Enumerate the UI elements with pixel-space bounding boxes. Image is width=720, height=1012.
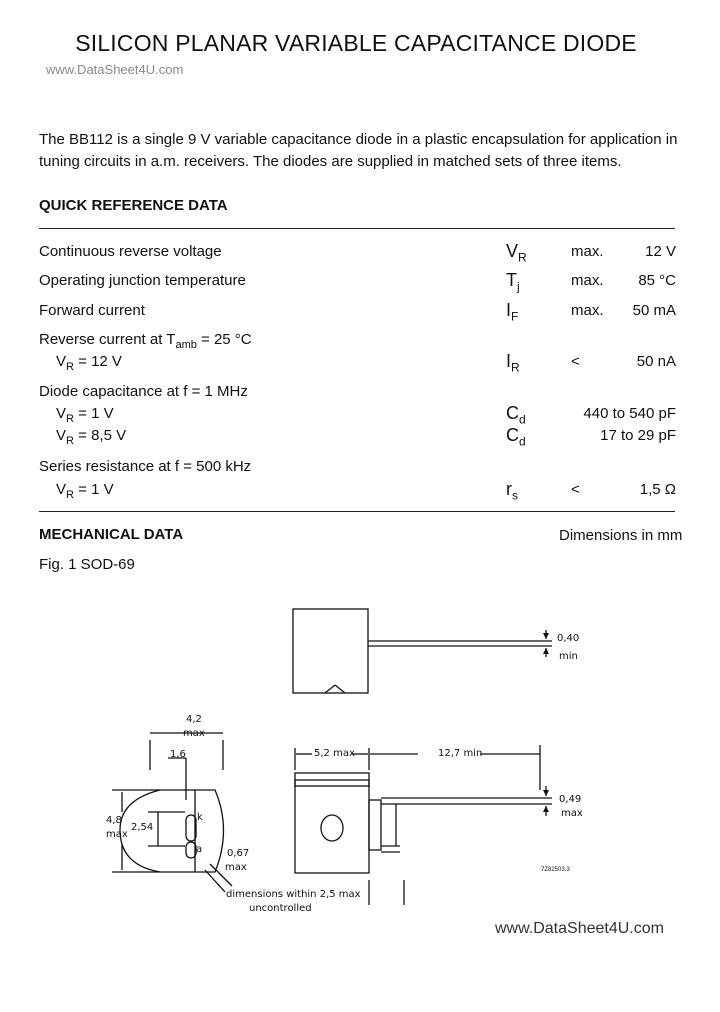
dim-lead-067: 0,67 (227, 848, 250, 859)
quick-ref-symbol: rs (506, 479, 518, 503)
dim-lead-length: 12,7 min (438, 748, 483, 759)
quick-ref-qualifier: max. (571, 272, 604, 289)
quick-ref-value: 17 to 29 pF (600, 427, 676, 444)
quick-ref-value: 50 mA (632, 302, 676, 319)
front-view-body (294, 772, 370, 874)
quick-ref-symbol: Cd (506, 425, 526, 449)
quick-ref-label: Forward current (39, 302, 145, 319)
dim-pitch-16: 1,6 (170, 749, 186, 760)
dim-lead-049-max: max (561, 808, 583, 819)
mechanical-heading: MECHANICAL DATA (39, 526, 184, 543)
quick-ref-value: 50 nA (636, 353, 676, 370)
quick-ref-value: 440 to 540 pF (583, 405, 676, 422)
drawing-code: 7Z82503.3 (541, 867, 570, 873)
terminal-a-label: a (196, 844, 203, 855)
dim-body-52: 5,2 max (314, 748, 355, 759)
figure-caption: Fig. 1 SOD-69 (39, 556, 135, 573)
quick-ref-label: VR = 12 V (56, 353, 122, 373)
dim-lead-067-max: max (225, 862, 247, 873)
dim-lead-thickness: 0,40 (557, 633, 580, 644)
quick-ref-label: Operating junction temperature (39, 272, 246, 289)
dim-height-48: 4,8 (106, 815, 122, 826)
top-view-body (292, 608, 369, 694)
quick-ref-symbol: IF (506, 300, 519, 324)
dim-height-48-max: max (106, 829, 128, 840)
uncontrolled-note-line2: uncontrolled (249, 903, 312, 914)
watermark-top: www.DataSheet4U.com (46, 62, 184, 77)
watermark-bottom: www.DataSheet4U.com (495, 920, 664, 937)
dim-width-42-max: max (183, 728, 205, 739)
dim-lead-049: 0,49 (559, 794, 582, 805)
quick-ref-value: 12 V (645, 243, 676, 260)
quick-ref-label: Reverse current at Tamb = 25 °C (39, 331, 252, 351)
dim-lead-thickness-min: min (559, 651, 578, 662)
uncontrolled-note-line1: dimensions within 2,5 max (226, 889, 361, 900)
intro-paragraph: The BB112 is a single 9 V variable capac… (39, 131, 678, 170)
quick-ref-symbol: IR (506, 351, 520, 375)
quick-ref-label: VR = 1 V (56, 405, 114, 425)
quick-ref-rule-top (39, 228, 675, 229)
quick-ref-rule-bottom (39, 511, 675, 512)
quick-ref-label: Series resistance at f = 500 kHz (39, 458, 252, 475)
quick-ref-label: Continuous reverse voltage (39, 243, 222, 260)
quick-ref-symbol: VR (506, 241, 527, 265)
quick-ref-label: VR = 1 V (56, 481, 114, 501)
quick-ref-symbol: Tj (506, 270, 520, 294)
units-note: Dimensions in mm (559, 527, 683, 544)
side-view-body (119, 789, 225, 873)
quick-ref-qualifier: max. (571, 302, 604, 319)
dim-pitch-254: 2,54 (131, 822, 154, 833)
quick-ref-symbol: Cd (506, 403, 526, 427)
quick-ref-label: Diode capacitance at f = 1 MHz (39, 383, 248, 400)
quick-ref-qualifier: < (571, 353, 580, 370)
terminal-k-label: k (197, 812, 203, 823)
quick-ref-label: VR = 8,5 V (56, 427, 127, 447)
quick-ref-value: 85 °C (638, 272, 676, 289)
dim-width-42: 4,2 (186, 714, 202, 725)
quick-ref-qualifier: max. (571, 243, 604, 260)
quick-ref-qualifier: < (571, 481, 580, 498)
page-title: SILICON PLANAR VARIABLE CAPACITANCE DIOD… (75, 30, 637, 56)
quick-ref-heading: QUICK REFERENCE DATA (39, 197, 228, 214)
quick-ref-value: 1,5 Ω (639, 481, 676, 498)
